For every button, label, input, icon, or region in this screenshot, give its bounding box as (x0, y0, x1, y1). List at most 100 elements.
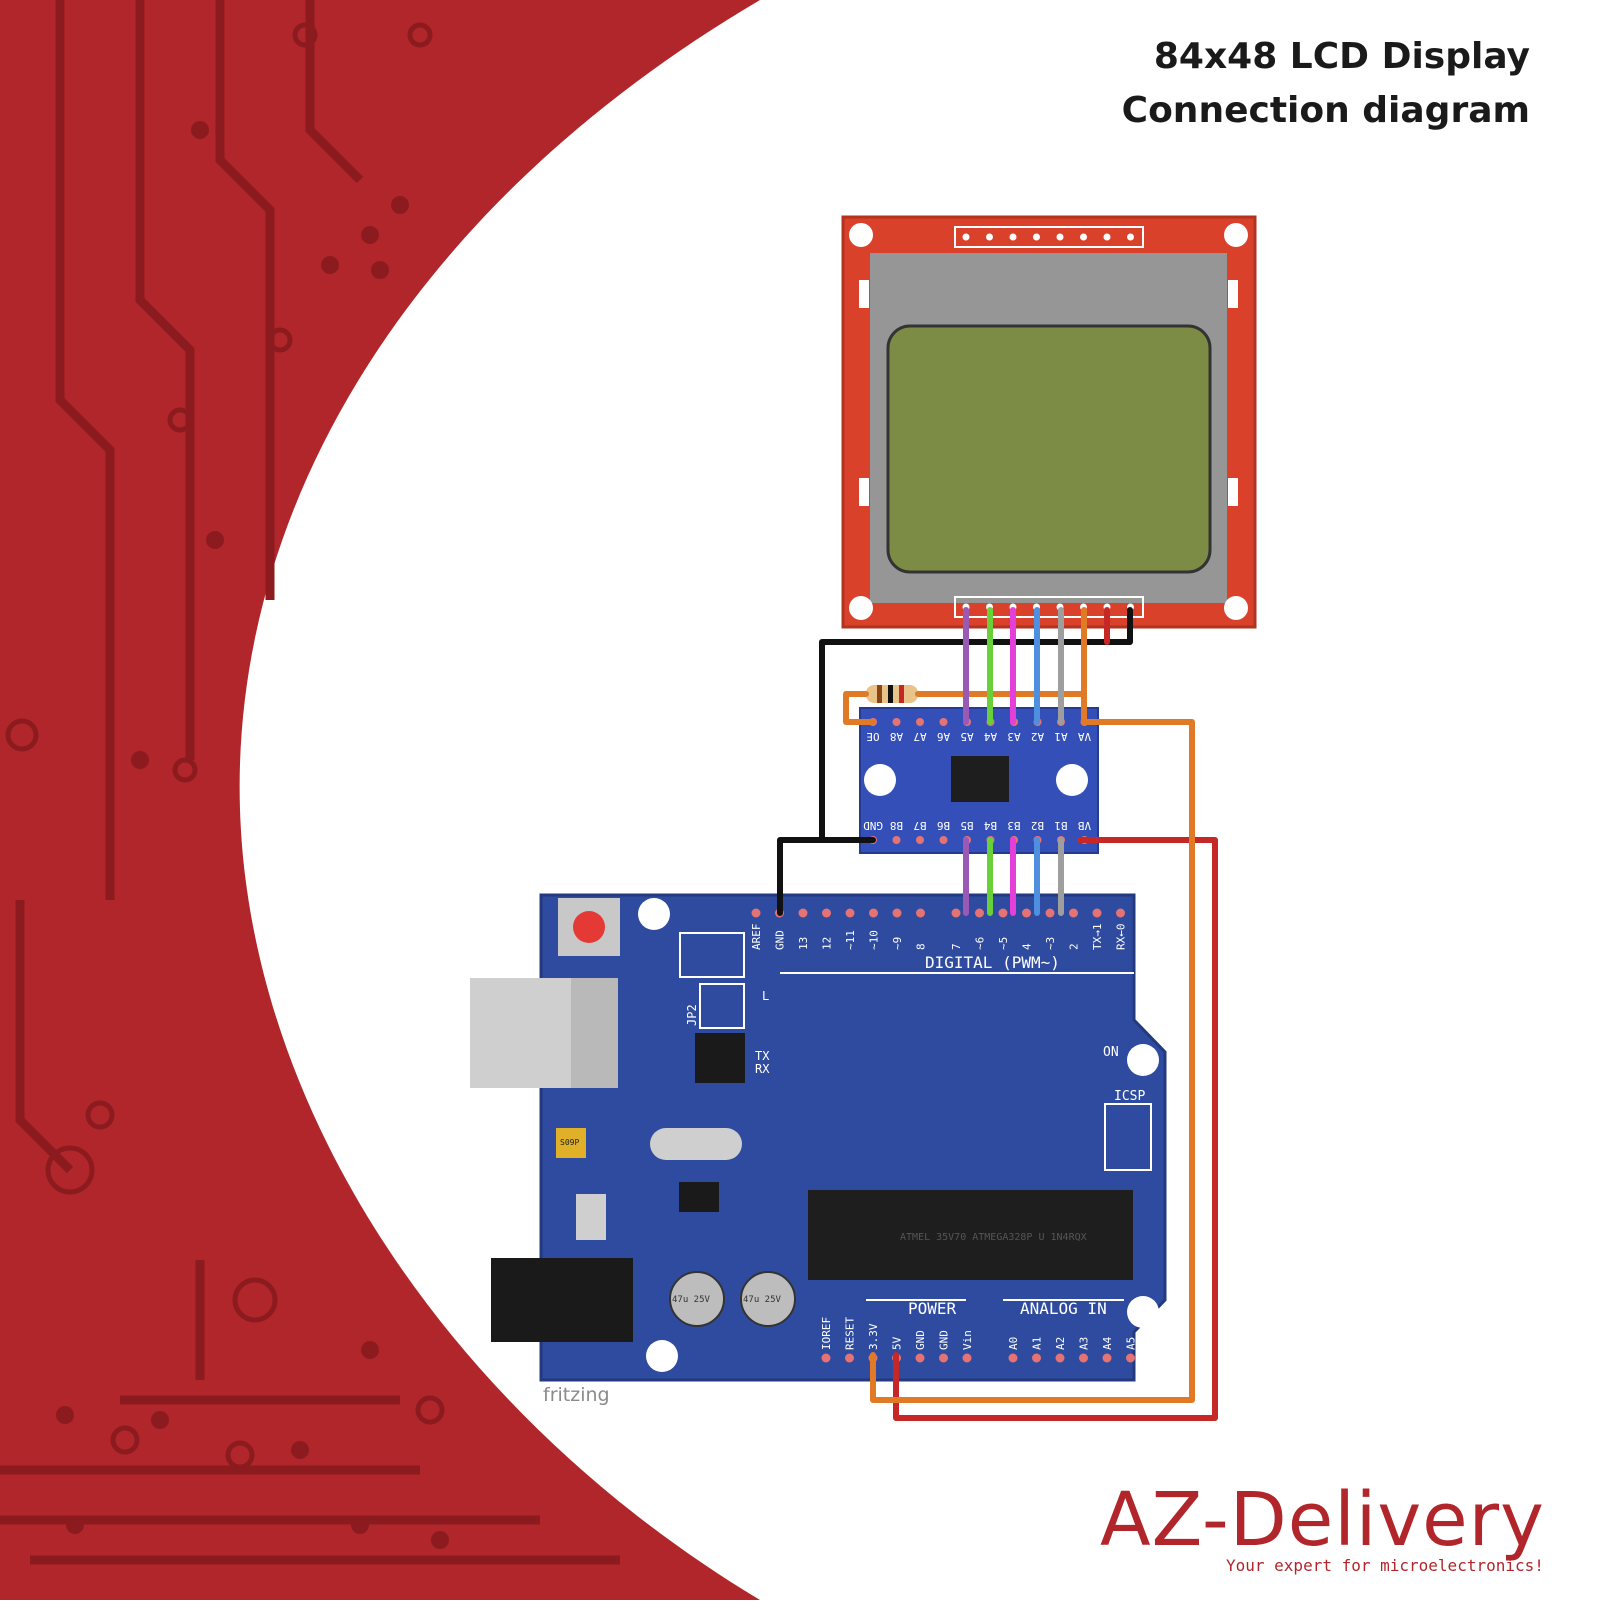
tx-led-label: TX (755, 1049, 770, 1063)
logo-tagline: Your expert for microelectronics! (1226, 1556, 1544, 1575)
shifter-pin-label: VB (1078, 819, 1092, 832)
analog-pin (1102, 1353, 1112, 1363)
lcd-header-pin (1127, 233, 1134, 241)
digital-pin-label: RX←0 (1115, 924, 1128, 951)
power-pin-label: 5V (891, 1336, 904, 1350)
icsp-header (1104, 1103, 1152, 1171)
shifter-pin (916, 718, 924, 726)
shifter-pin-label: A3 (1007, 730, 1020, 743)
digital-pin-label: 7 (950, 943, 963, 950)
on-led-label: ON (1103, 1045, 1119, 1060)
shifter-pin-label: B5 (960, 819, 973, 832)
lcd-module (841, 215, 1257, 629)
fritzing-watermark: fritzing (543, 1384, 610, 1406)
atmega-chip (808, 1190, 1133, 1280)
icsp-label: ICSP (1114, 1089, 1145, 1104)
digital-pin-label: ~10 (868, 930, 881, 950)
power-pin-label: 3.3V (867, 1323, 880, 1350)
shifter-pin-label: B8 (890, 819, 903, 832)
shifter-pin-label: GND (863, 819, 883, 832)
digital-pin-label: TX→1 (1091, 924, 1104, 951)
analog-pin-label: A2 (1054, 1337, 1067, 1350)
shifter-pin-label: A2 (1031, 730, 1044, 743)
shifter-pin-label: A8 (890, 730, 903, 743)
shifter-pin-label: B2 (1031, 819, 1044, 832)
analog-pin-label: A0 (1007, 1337, 1020, 1350)
capacitor-1 (669, 1271, 725, 1327)
power-section-label: POWER (908, 1299, 957, 1318)
wires (777, 607, 1218, 1421)
lcd-header-pin (1033, 233, 1040, 241)
shifter-pin (916, 836, 924, 844)
shifter-pin-label: B4 (984, 819, 998, 832)
digital-pin-label: ~9 (891, 937, 904, 950)
crystal-label: S09P (560, 1138, 579, 1147)
lcd-header-pin (1056, 233, 1064, 241)
title-line-2: Connection diagram (1121, 90, 1530, 131)
power-pin-label: RESET (844, 1317, 857, 1350)
shifter-pin-label: OE (866, 730, 879, 743)
lcd-screen (886, 324, 1212, 574)
az-delivery-logo: AZ-Delivery Your expert for microelectro… (1100, 1480, 1570, 1590)
analog-pin-label: A3 (1078, 1337, 1091, 1350)
cap1-label: 47u 25V (672, 1295, 711, 1305)
digital-pin-label: 13 (797, 937, 810, 950)
cap2-label: 47u 25V (743, 1295, 782, 1305)
l-led-label: L (762, 989, 769, 1003)
wire-orange-3v3 (870, 607, 1195, 1403)
shifter-pin-label: A6 (937, 730, 950, 743)
shifter-pin-label: A5 (960, 730, 973, 743)
power-jack (491, 1258, 633, 1342)
digital-pin (951, 908, 961, 918)
reset-button (573, 911, 605, 943)
wire-black-gnd (777, 607, 1133, 916)
shifter-pin-label: B1 (1054, 819, 1067, 832)
rx-led-label: RX (755, 1062, 770, 1076)
shifter-pin (892, 718, 901, 726)
digital-pin-label: 4 (1021, 943, 1034, 950)
lcd-header-pin (1009, 233, 1017, 241)
digital-pin (1045, 908, 1055, 918)
digital-pin-label: ~5 (997, 937, 1010, 950)
digital-pin (798, 908, 808, 918)
diagram-title: 84x48 LCD Display Connection diagram (1122, 30, 1530, 138)
shifter-pin-label: A4 (984, 730, 998, 743)
digital-pin (822, 908, 831, 918)
power-pin (962, 1353, 972, 1363)
digital-pin-label: ~6 (974, 937, 987, 950)
analog-pin (1126, 1353, 1135, 1363)
digital-pin-label: 8 (915, 943, 928, 950)
chip-label: ATMEL 35V70 ATMEGA328P U 1N4RQX (900, 1232, 1087, 1243)
logo-wordmark: AZ-Delivery (1100, 1477, 1545, 1563)
jp2-label: JP2 (685, 1004, 699, 1026)
digital-pin (1092, 908, 1102, 918)
power-pin (821, 1353, 831, 1363)
digital-pin-label: 12 (821, 937, 834, 950)
digital-pin (998, 908, 1008, 918)
power-pin-label: IOREF (820, 1317, 833, 1350)
lcd-header-pin (986, 233, 993, 241)
digital-pin (751, 908, 761, 918)
power-pin-label: Vin (961, 1330, 974, 1350)
shifter-pin (939, 718, 948, 726)
digital-pin (892, 908, 902, 918)
digital-pin (869, 908, 878, 918)
shifter-ic (951, 756, 1009, 802)
digital-pin (975, 908, 984, 918)
power-pin (939, 1353, 948, 1363)
analog-section-label: ANALOG IN (1020, 1299, 1107, 1318)
digital-pin-label: AREF (750, 924, 763, 951)
shifter-pin-label: A1 (1054, 730, 1067, 743)
analog-pin (1055, 1353, 1065, 1363)
analog-pin (1032, 1353, 1041, 1363)
lcd-header-pin (1080, 233, 1087, 241)
lcd-header-pin (962, 233, 970, 241)
power-pin-label: GND (938, 1330, 951, 1350)
digital-section-label: DIGITAL (PWM~) (925, 953, 1060, 972)
shifter-pin-label: B7 (913, 819, 926, 832)
digital-pin (1022, 908, 1031, 918)
